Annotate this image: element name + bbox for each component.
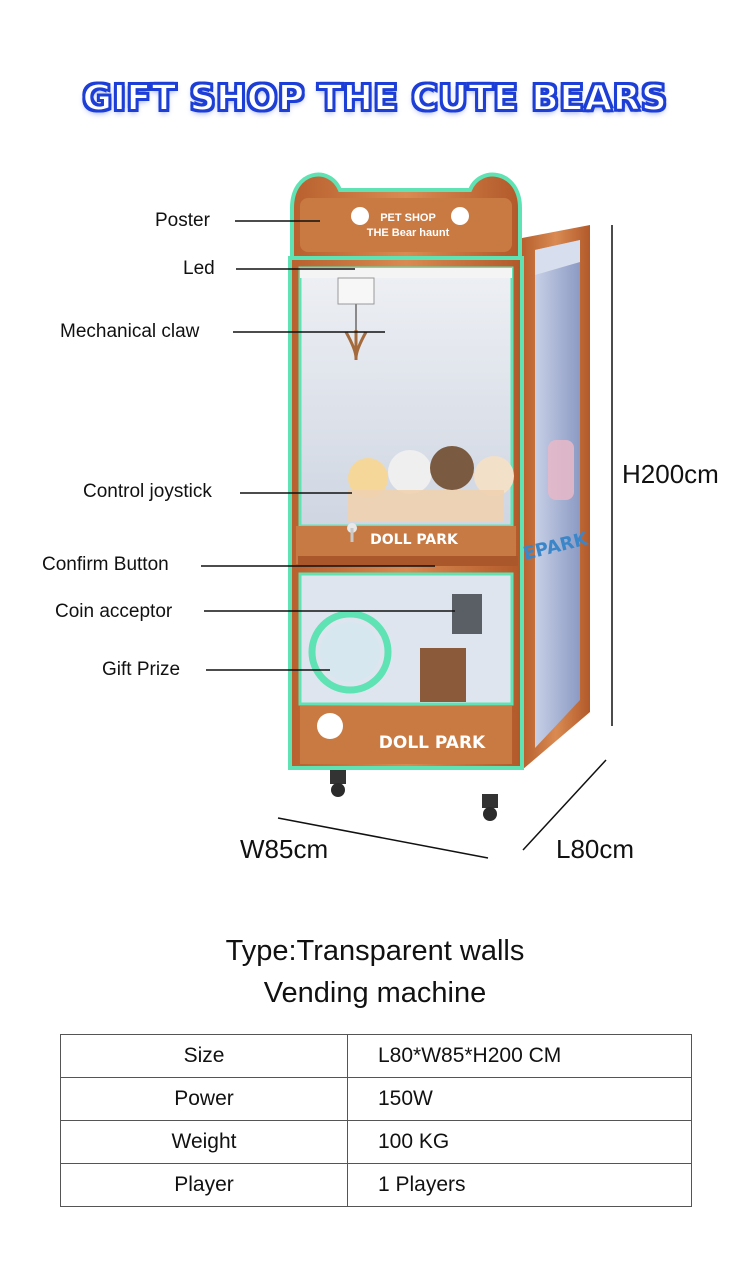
poster: PET SHOP THE Bear haunt <box>290 172 522 260</box>
callout-confirm-button: Confirm Button <box>42 554 169 575</box>
spec-key: Power <box>60 1077 348 1121</box>
spec-value: 150W <box>347 1077 692 1121</box>
spec-table: Size L80*W85*H200 CM Power 150W Weight 1… <box>60 1034 692 1207</box>
panel-text-upper: DOLL PARK <box>370 532 459 548</box>
paw-icon <box>351 207 369 225</box>
callout-led: Led <box>183 258 215 279</box>
page-title: GIFT SHOP THE CUTE BEARS <box>82 77 668 120</box>
type-line-2: Vending machine <box>263 977 487 1009</box>
paw-icon <box>451 207 469 225</box>
spec-key: Player <box>60 1163 348 1207</box>
spec-value: L80*W85*H200 CM <box>347 1034 692 1078</box>
cabinet-front: DOLL PARK DOLL PARK <box>288 256 524 770</box>
cabinet-side <box>522 225 590 770</box>
prize-door <box>308 610 392 694</box>
spec-value: 1 Players <box>347 1163 692 1207</box>
callout-control-joystick: Control joystick <box>83 481 212 502</box>
callout-lines <box>201 220 455 671</box>
panel-text-lower: DOLL PARK <box>379 733 486 753</box>
dimension-width: W85cm <box>240 834 329 864</box>
spec-value: 100 KG <box>347 1120 692 1164</box>
table-row: Weight 100 KG <box>60 1120 692 1164</box>
table-row: Size L80*W85*H200 CM <box>60 1034 692 1078</box>
callout-gift-prize: Gift Prize <box>102 659 181 680</box>
poster-line2: THE Bear haunt <box>367 227 450 239</box>
table-row: Power 150W <box>60 1077 692 1121</box>
type-line-1: Type:Transparent walls <box>225 935 525 967</box>
dimension-length: L80cm <box>556 834 635 864</box>
callout-coin-acceptor: Coin acceptor <box>55 601 173 622</box>
callout-poster: Poster <box>155 210 210 231</box>
spec-key: Size <box>60 1034 348 1078</box>
dimension-height: H200cm <box>622 459 719 489</box>
casters <box>330 770 498 821</box>
callout-mechanical-claw: Mechanical claw <box>60 321 200 342</box>
poster-line1: PET SHOP <box>380 212 436 224</box>
dimension-lines <box>277 225 613 859</box>
claw-machine-illustration: PET SHOP THE Bear haunt DOLL PARK DOLL <box>201 172 613 859</box>
coin-acceptor <box>452 594 482 634</box>
panda-icon <box>317 713 343 739</box>
table-row: Player 1 Players <box>60 1163 692 1207</box>
spec-key: Weight <box>60 1120 348 1164</box>
